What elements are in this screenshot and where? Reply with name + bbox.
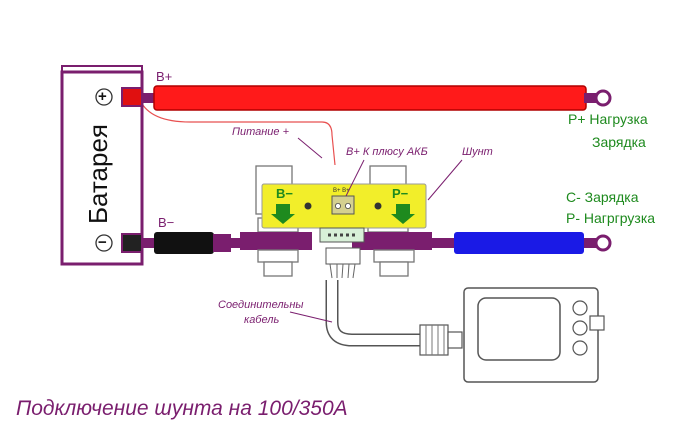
connecting-cable bbox=[327, 280, 420, 345]
connector-pin-icon bbox=[344, 202, 351, 209]
shunt-right-terminal-label: P− bbox=[392, 186, 409, 201]
power-leader-line bbox=[297, 137, 323, 159]
red-wire-sleeve bbox=[142, 93, 154, 103]
battery-plus-leader-line bbox=[345, 159, 365, 197]
battery-label: Батарея bbox=[83, 123, 113, 225]
power-sense-wire bbox=[139, 99, 336, 166]
battery-plus-symbol: + bbox=[98, 88, 107, 105]
annotation-to-battery-plus: B+ К плюсу АКБ bbox=[346, 146, 428, 158]
cable-leader-line bbox=[289, 311, 333, 323]
shunt-connector bbox=[331, 195, 355, 215]
red-wire-b-plus bbox=[153, 85, 587, 111]
right-bolt-washer bbox=[373, 249, 415, 263]
red-ring-lug-icon bbox=[594, 89, 612, 107]
black-wire-b-minus bbox=[154, 232, 214, 254]
monitor-button-icon bbox=[572, 300, 588, 316]
shunt-left-terminal-label: B− bbox=[276, 186, 293, 201]
wire-label-b-minus: B− bbox=[158, 215, 175, 230]
minus-circle-icon bbox=[95, 234, 113, 252]
black-wire-collar bbox=[213, 234, 231, 252]
shunt-left-dot bbox=[304, 202, 312, 210]
shunt-right-dot bbox=[374, 202, 382, 210]
left-arrow-down-icon bbox=[271, 204, 295, 224]
wire-label-b-plus: B+ bbox=[156, 69, 173, 84]
red-wire-end-sleeve bbox=[584, 93, 598, 103]
connector-ribs bbox=[425, 325, 445, 355]
battery-minus-symbol: − bbox=[98, 234, 107, 251]
battery-top-edge bbox=[61, 65, 143, 72]
black-wire-sleeve bbox=[142, 238, 154, 248]
annotation-cable-line1: Соединительны bbox=[218, 299, 304, 311]
annotation-power: Питание + bbox=[232, 126, 290, 138]
output-negative-charge: C- Зарядка bbox=[566, 189, 639, 205]
connector-tip bbox=[447, 331, 463, 349]
black-wire-lug bbox=[231, 238, 247, 248]
monitor-button-icon bbox=[572, 340, 588, 356]
battery-plus-terminal bbox=[121, 87, 143, 107]
output-positive-charge: Зарядка bbox=[592, 134, 646, 150]
blue-wire-lug bbox=[432, 238, 454, 248]
plug-wires bbox=[329, 263, 356, 279]
connector-pin-icon bbox=[334, 202, 341, 209]
output-negative-load: P- Нагргрузка bbox=[566, 210, 656, 226]
left-bolt-washer bbox=[257, 249, 299, 263]
blue-ring-lug-icon bbox=[594, 234, 612, 252]
annotation-cable-line2: кабель bbox=[244, 314, 280, 326]
right-bolt-thread bbox=[379, 261, 409, 277]
shunt-leader-line bbox=[427, 159, 463, 201]
monitor-button-icon bbox=[572, 320, 588, 336]
monitor-screen bbox=[477, 297, 561, 361]
cable-plug bbox=[325, 247, 361, 265]
plus-circle-icon bbox=[95, 88, 113, 106]
left-bolt-thread bbox=[263, 261, 293, 277]
output-positive-load: P+ Нагрузка bbox=[568, 111, 648, 127]
left-bolt-plate bbox=[240, 232, 312, 250]
cable-connector bbox=[419, 324, 449, 356]
right-bolt-plate bbox=[352, 232, 432, 250]
connecting-cable-outline bbox=[325, 280, 420, 347]
blue-wire-p-minus bbox=[454, 232, 584, 254]
diagram-caption: Подключение шунта на 100/350A bbox=[16, 397, 348, 420]
battery-minus-terminal bbox=[121, 233, 143, 253]
annotation-shunt: Шунт bbox=[462, 146, 493, 158]
blue-wire-end-sleeve bbox=[584, 238, 598, 248]
monitor-tab-icon bbox=[589, 315, 605, 331]
right-arrow-down-icon bbox=[391, 204, 415, 224]
shunt-connector-label: B+ B+ bbox=[333, 188, 350, 194]
